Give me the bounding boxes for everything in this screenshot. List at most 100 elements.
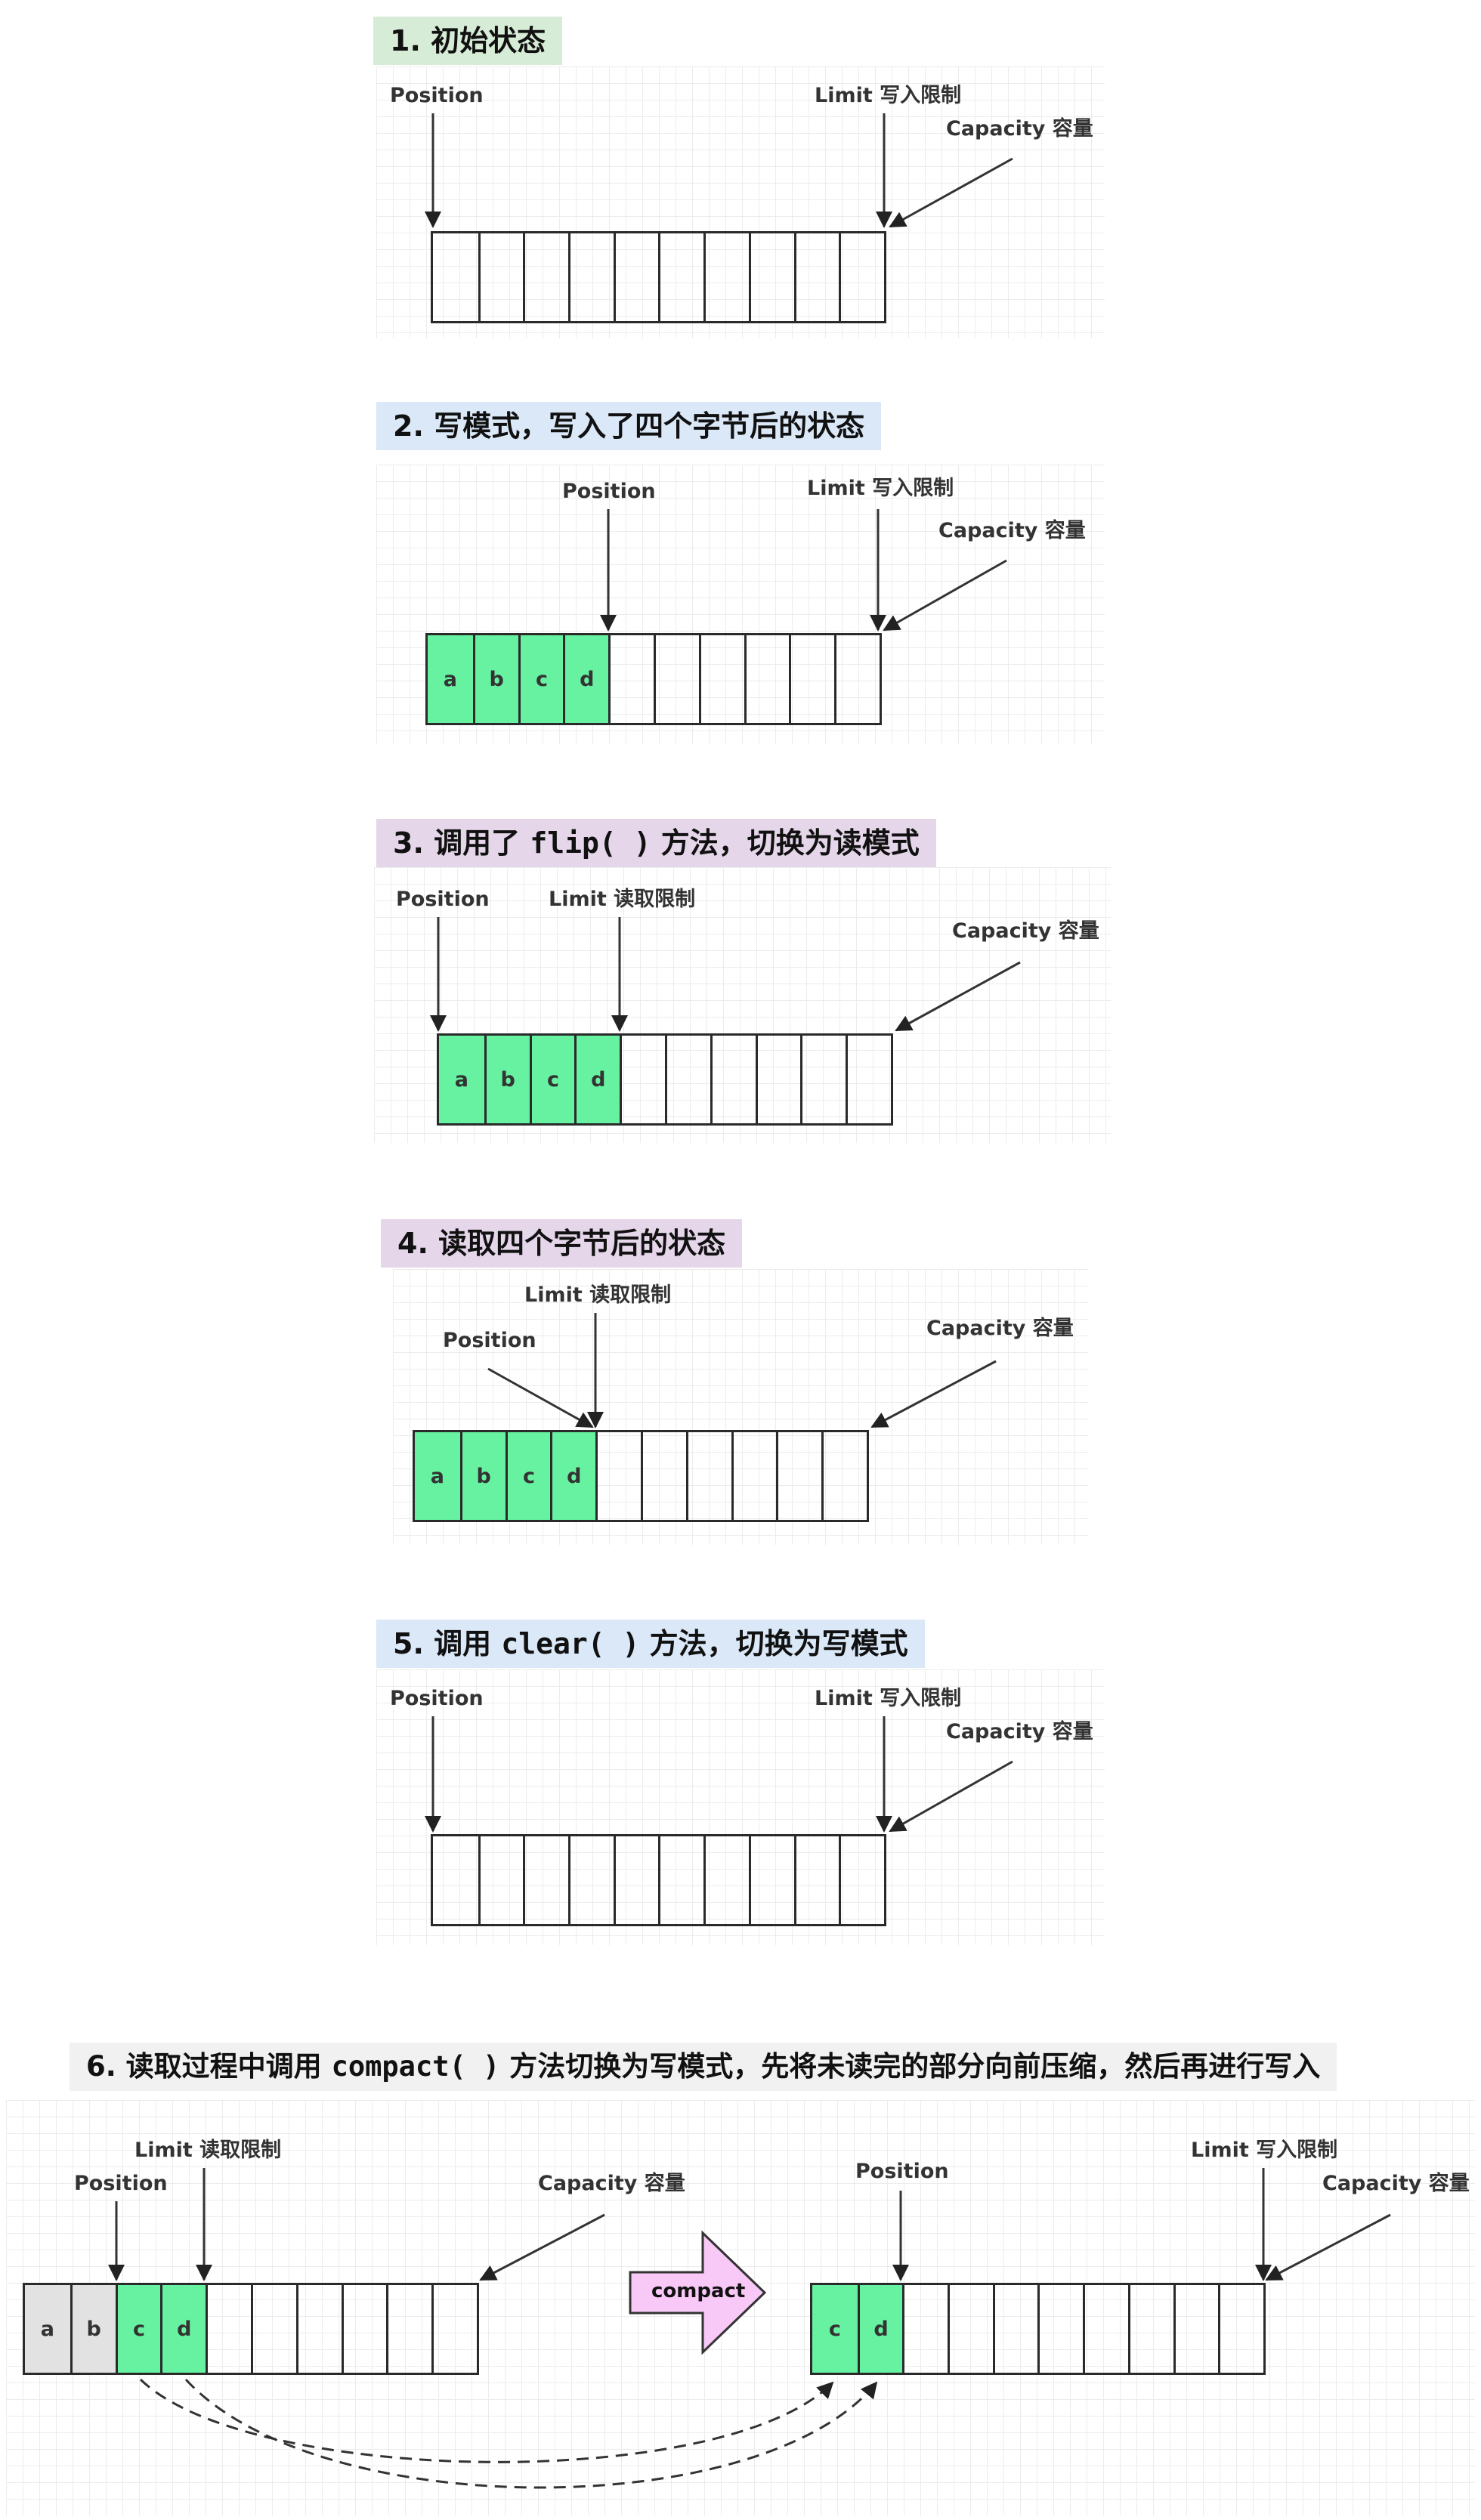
section-3-title-prefix: 3. 调用了 (393, 826, 530, 860)
buffer-cell (685, 1432, 731, 1520)
section-2-capacity-arrow (883, 559, 1007, 632)
buffer-cell (834, 635, 880, 723)
section-2-limit-label: Limit 写入限制 (807, 477, 954, 500)
buffer-cell (1083, 2285, 1128, 2373)
buffer-cell: d (563, 635, 609, 723)
section-4-position-arrow (487, 1367, 594, 1428)
buffer-cell (478, 233, 524, 321)
buffer-cell (664, 1036, 710, 1123)
buffer-cell (341, 2285, 387, 2373)
compact-arrow-label: compact (651, 2280, 746, 2302)
section-5-title: 5. 调用 clear( ) 方法，切换为写模式 (376, 1620, 925, 1668)
section-1-position-label: Position (390, 84, 484, 107)
buffer-cell (698, 635, 744, 723)
buffer-cell (206, 2285, 251, 2373)
buffer-cell (523, 1836, 568, 1924)
buffer-cell (839, 1836, 884, 1924)
buffer-cell (620, 1036, 665, 1123)
section-5-position-label: Position (390, 1687, 484, 1710)
buffer-cell: d (857, 2285, 903, 2373)
grid-background-1 (376, 66, 1105, 338)
buffer-cell (295, 2285, 342, 2373)
buffer-cell (478, 1836, 524, 1924)
section-6-title-suffix: 方法切换为写模式，先将未读完的部分向前压缩，然后再进行写入 (499, 2050, 1321, 2083)
section-3-title: 3. 调用了 flip( ) 方法，切换为读模式 (376, 819, 936, 867)
compaction-move-c-arrow (139, 2378, 834, 2463)
buffer-cell (386, 2285, 431, 2373)
buffer-cell (793, 233, 839, 321)
section-6-after-limit-label: Limit 写入限制 (1191, 2139, 1338, 2162)
section-6-title-method: compact( ) (331, 2050, 500, 2083)
section-3-limit-label: Limit 读取限制 (549, 888, 696, 911)
buffer-cell (731, 1432, 777, 1520)
buffer-cell: a (25, 2285, 70, 2373)
section-6-title: 6. 读取过程中调用 compact( ) 方法切换为写模式，先将未读完的部分向… (70, 2043, 1337, 2091)
buffer-cell (608, 635, 654, 723)
section-2-capacity-label: Capacity 容量 (938, 519, 1086, 542)
section-4-title: 4. 读取四个字节后的状态 (381, 1219, 743, 1268)
section-4-capacity-label: Capacity 容量 (926, 1317, 1074, 1340)
buffer-cell: a (439, 1036, 484, 1123)
buffer-cell (902, 2285, 948, 2373)
buffer-cell: c (529, 1036, 575, 1123)
buffer-cell: d (550, 1432, 596, 1520)
buffer-cell (748, 1836, 794, 1924)
buffer-cell (793, 1836, 839, 1924)
section-4-limit-label: Limit 读取限制 (524, 1283, 672, 1307)
buffer-cell: d (574, 1036, 620, 1123)
buffer-cell (710, 1036, 756, 1123)
section-1-limit-label: Limit 写入限制 (815, 84, 962, 107)
buffer-cell (748, 233, 794, 321)
buffer-cell (703, 233, 749, 321)
section-6-after-position-label: Position (855, 2160, 949, 2183)
buffer-cell (789, 635, 834, 723)
section-1-capacity-arrow (889, 157, 1013, 228)
section-5-limit-label: Limit 写入限制 (815, 1687, 962, 1710)
grid-background-5 (376, 1669, 1105, 1945)
buffer-cell: b (459, 1432, 506, 1520)
buffer-cell: d (160, 2285, 206, 2373)
buffer-cell (568, 233, 614, 321)
buffer-cell (948, 2285, 993, 2373)
section-3-capacity-label: Capacity 容量 (952, 919, 1099, 943)
section-2-title: 2. 写模式，写入了四个字节后的状态 (376, 402, 882, 450)
section-5-capacity-label: Capacity 容量 (946, 1720, 1093, 1743)
buffer-cell (703, 1836, 749, 1924)
buffer-cell (568, 1836, 614, 1924)
section-6-after-capacity-label: Capacity 容量 (1322, 2172, 1470, 2195)
buffer-cell: a (415, 1432, 460, 1520)
section-6-title-prefix: 6. 读取过程中调用 (86, 2050, 332, 2083)
section-2-position-label: Position (562, 480, 656, 503)
buffer-cell (613, 1836, 659, 1924)
buffer-cell: c (505, 1432, 551, 1520)
buffer-cell (1127, 2285, 1173, 2373)
buffer-cell: c (812, 2285, 858, 2373)
buffer-cell (523, 233, 568, 321)
compaction-move-d-arrow (184, 2378, 878, 2489)
buffer-cell (839, 233, 884, 321)
buffer-cell (658, 1836, 703, 1924)
buffer-cell (992, 2285, 1038, 2373)
buffer-cell (755, 1036, 801, 1123)
buffer-cell (1218, 2285, 1263, 2373)
section-1-title: 1. 初始状态 (373, 17, 563, 65)
section-1-capacity-label: Capacity 容量 (946, 117, 1093, 141)
section-6-before-position-label: Position (74, 2172, 168, 2195)
buffer-cell (846, 1036, 891, 1123)
section-3-position-label: Position (396, 888, 490, 911)
buffer-cell: b (472, 635, 518, 723)
section-3-capacity-arrow (895, 961, 1021, 1032)
section-4-capacity-arrow (870, 1360, 997, 1428)
section-5-title-suffix: 方法，切换为写模式 (639, 1627, 908, 1660)
buffer-cell (1037, 2285, 1083, 2373)
section-4-position-label: Position (443, 1329, 536, 1352)
section-5-capacity-arrow (889, 1760, 1013, 1833)
buffer-cell (595, 1432, 641, 1520)
section-6-before-limit-label: Limit 读取限制 (134, 2139, 282, 2162)
section-5-title-method: clear( ) (501, 1627, 640, 1660)
